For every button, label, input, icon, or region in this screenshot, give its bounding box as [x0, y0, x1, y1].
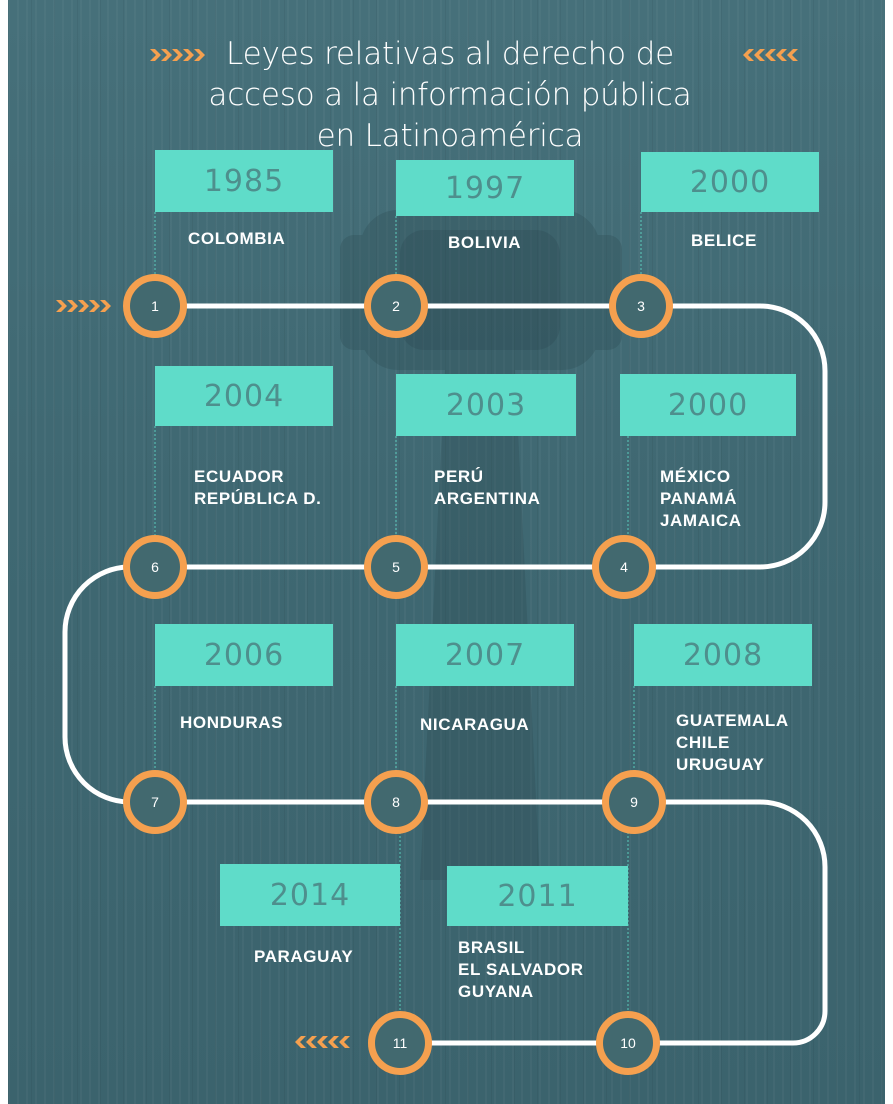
step-node-6: 6 — [123, 535, 187, 599]
year-box-3: 2000 — [641, 152, 819, 212]
country-label-1: COLOMBIA — [188, 229, 286, 248]
country-label-6: ECUADOR REPÚBLICA D. — [194, 467, 322, 508]
country-label-4: MÉXICO PANAMÁ JAMAICA — [660, 467, 742, 530]
country-label-3: BELICE — [691, 231, 757, 250]
step-node-7: 7 — [123, 770, 187, 834]
step-node-1: 1 — [123, 274, 187, 338]
country-label-10: BRASIL EL SALVADOR GUYANA — [458, 938, 584, 1001]
year-box-2: 1997 — [396, 160, 574, 216]
step-node-4: 4 — [592, 535, 656, 599]
chevrons-left-icon — [295, 1036, 350, 1048]
title-line-2: acceso a la información pública — [208, 77, 692, 113]
step-node-2: 2 — [364, 274, 428, 338]
year-box-10: 2011 — [447, 866, 628, 926]
country-label-5: PERÚ ARGENTINA — [434, 467, 541, 508]
country-label-7: HONDURAS — [180, 713, 284, 732]
chevrons-left-icon — [743, 49, 798, 61]
year-box-9: 2008 — [634, 624, 812, 686]
country-label-9: GUATEMALA CHILE URUGUAY — [676, 711, 789, 774]
step-node-9: 9 — [602, 770, 666, 834]
step-node-3: 3 — [609, 274, 673, 338]
year-box-7: 2006 — [155, 624, 333, 686]
country-label-2: BOLIVIA — [448, 233, 522, 252]
year-box-11: 2014 — [220, 864, 400, 926]
year-box-8: 2007 — [396, 624, 574, 686]
year-box-6: 2004 — [155, 366, 333, 426]
title-line-3: en Latinoamérica — [316, 118, 584, 154]
step-node-8: 8 — [364, 770, 428, 834]
chevrons-right-icon — [150, 49, 205, 61]
step-node-5: 5 — [364, 535, 428, 599]
chevrons-right-icon — [56, 300, 111, 312]
year-box-4: 2000 — [620, 374, 796, 436]
year-box-1: 1985 — [155, 150, 333, 212]
step-node-11: 11 — [368, 1011, 432, 1075]
country-label-11: PARAGUAY — [254, 947, 354, 966]
year-box-5: 2003 — [396, 374, 576, 436]
title-line-1: Leyes relativas al derecho de — [226, 36, 674, 72]
country-label-8: NICARAGUA — [420, 715, 530, 734]
page-title: Leyes relativas al derecho de acceso a l… — [200, 34, 700, 157]
step-node-10: 10 — [596, 1011, 660, 1075]
